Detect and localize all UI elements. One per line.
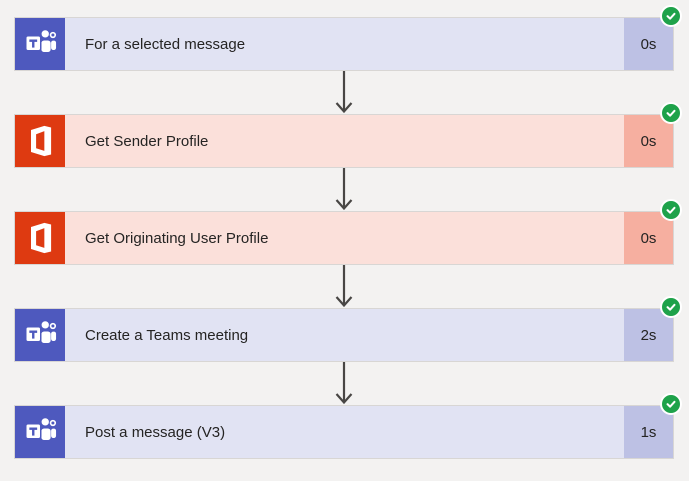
- flow-run-canvas: For a selected message 0s Get Sender Pro…: [14, 5, 682, 459]
- connector-arrow: [14, 71, 674, 114]
- success-badge: [660, 393, 682, 415]
- connector-arrow: [14, 265, 674, 308]
- check-icon: [666, 303, 676, 311]
- flow-step-get-originating-user-profile[interactable]: Get Originating User Profile 0s: [14, 199, 682, 265]
- flow-step-create-a-teams-meeting[interactable]: Create a Teams meeting 2s: [14, 296, 682, 362]
- teams-icon: [15, 309, 65, 361]
- office365-icon: [15, 212, 65, 264]
- check-icon: [666, 109, 676, 117]
- check-icon: [666, 12, 676, 20]
- step-duration: 0s: [624, 18, 673, 70]
- step-duration: 0s: [624, 212, 673, 264]
- step-title: Create a Teams meeting: [85, 326, 249, 344]
- office365-icon: [15, 115, 65, 167]
- flow-step-post-a-message-v3[interactable]: Post a message (V3) 1s: [14, 393, 682, 459]
- step-duration: 2s: [624, 309, 673, 361]
- teams-icon: [15, 406, 65, 458]
- step-title: Post a message (V3): [85, 423, 226, 441]
- arrow-down-icon: [335, 71, 353, 113]
- arrow-down-icon: [335, 168, 353, 210]
- flow-step-for-a-selected-message[interactable]: For a selected message 0s: [14, 5, 682, 71]
- flow-step-get-sender-profile[interactable]: Get Sender Profile 0s: [14, 102, 682, 168]
- arrow-down-icon: [335, 265, 353, 307]
- step-duration: 1s: [624, 406, 673, 458]
- success-badge: [660, 199, 682, 221]
- success-badge: [660, 102, 682, 124]
- success-badge: [660, 5, 682, 27]
- step-duration: 0s: [624, 115, 673, 167]
- step-title: Get Sender Profile: [85, 132, 209, 150]
- success-badge: [660, 296, 682, 318]
- connector-arrow: [14, 168, 674, 211]
- teams-icon: [15, 18, 65, 70]
- step-title: Get Originating User Profile: [85, 229, 269, 247]
- step-title: For a selected message: [85, 35, 246, 53]
- arrow-down-icon: [335, 362, 353, 404]
- connector-arrow: [14, 362, 674, 405]
- check-icon: [666, 206, 676, 214]
- check-icon: [666, 400, 676, 408]
